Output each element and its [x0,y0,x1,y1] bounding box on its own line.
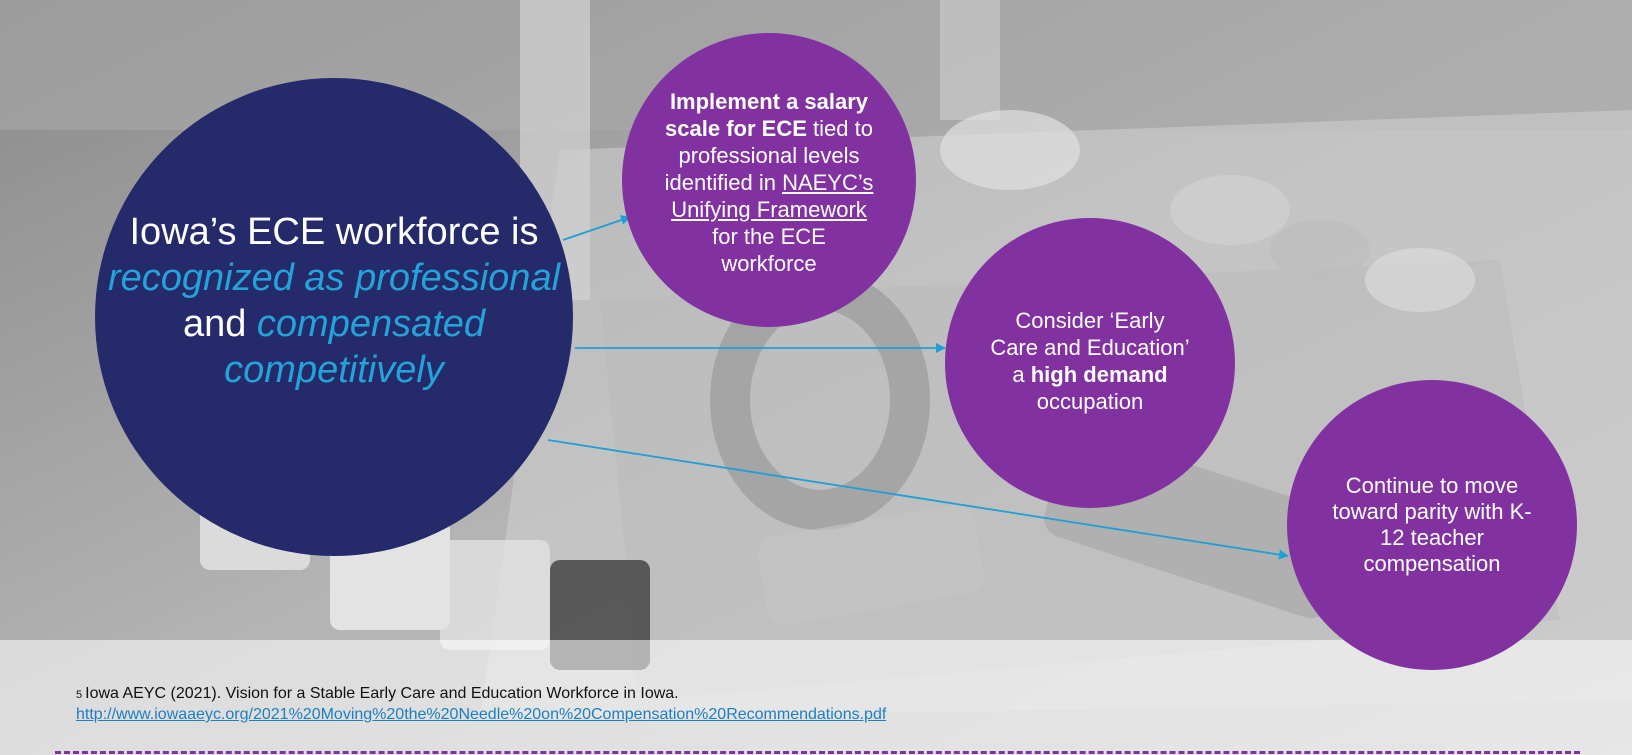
goal-connector: and [182,303,247,345]
goal-line-1: Iowa’s ECE workforce is [129,211,539,253]
goal-highlight-competitively: competitively [224,349,444,391]
salary-scale-text-1: tied to professional levels identified i… [664,116,873,195]
footer-divider [55,751,1580,754]
salary-scale-text: Implement a salary scale for ECE tied to… [664,88,874,277]
goal-highlight-professional: recognized as professional [107,257,561,299]
salary-scale-bubble: Implement a salary scale for ECE tied to… [622,33,916,327]
workforce-goal-circle: Iowa’s ECE workforce is recognized as pr… [95,78,573,556]
salary-scale-bold: Implement a salary scale for ECE [665,89,869,141]
goal-highlight-compensated: compensated [256,303,486,345]
footnote-url-link[interactable]: http://www.iowaaeyc.org/2021%20Moving%20… [76,706,887,723]
naeyc-framework-link[interactable]: NAEYC’s Unifying Framework [671,170,874,222]
parity-text: Continue to move toward parity with K-12… [1332,473,1532,576]
high-demand-bubble: Consider ‘Early Care and Education’ a hi… [945,218,1235,508]
workforce-goal-text: Iowa’s ECE workforce is recognized as pr… [99,209,569,393]
high-demand-text-2: occupation [1036,388,1144,414]
goal-line-3: and compensated [99,301,569,347]
parity-bubble: Continue to move toward parity with K-12… [1287,380,1577,670]
salary-scale-text-2: for the ECE workforce [712,224,826,276]
high-demand-bold: high demand [1030,361,1168,387]
high-demand-text-1: Consider ‘Early Care and Education’ a [990,307,1190,387]
footnote-citation: Iowa AEYC (2021). Vision for a Stable Ea… [85,685,679,702]
footnote-number: 5 [76,689,83,701]
high-demand-text: Consider ‘Early Care and Education’ a hi… [990,307,1190,415]
